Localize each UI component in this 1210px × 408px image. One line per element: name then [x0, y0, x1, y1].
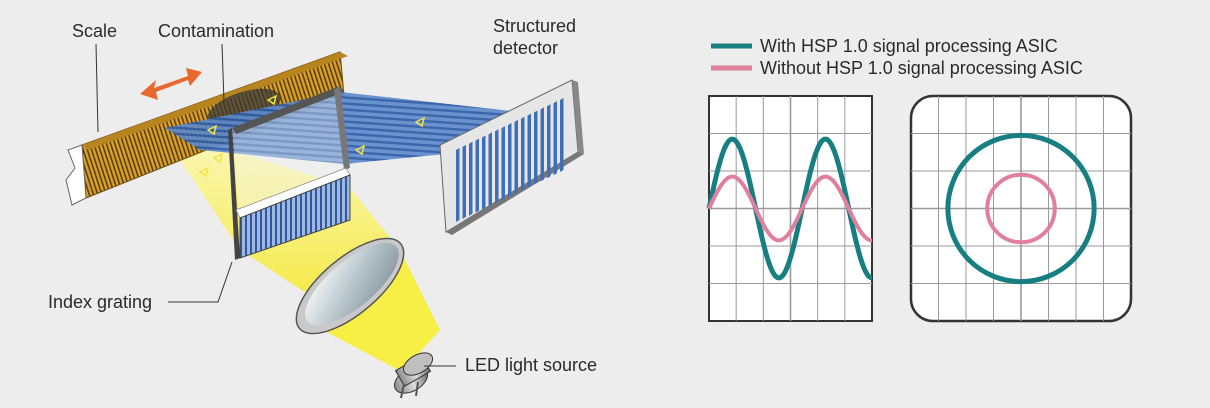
detector-cell [521, 116, 525, 191]
structured-detector [439, 79, 584, 235]
sine-series-with-asic [706, 136, 873, 281]
movement-arrow-icon [140, 68, 202, 100]
beam-markers [198, 94, 426, 178]
detector-cell [501, 126, 505, 201]
label-led-light-source: LED light source [465, 355, 597, 375]
label-detector-line1: Structured [493, 16, 576, 36]
label-contamination: Contamination [158, 21, 274, 41]
detector-cell [469, 141, 473, 216]
legend: With HSP 1.0 signal processing ASIC With… [711, 36, 1083, 78]
oscilloscope-circle [909, 94, 1133, 323]
detector-cells [456, 98, 564, 222]
led-light-source [393, 352, 434, 399]
detector-cell [508, 123, 512, 197]
detector-cell [514, 119, 518, 194]
circle-series-with-asic [945, 132, 1097, 285]
detector-cell [482, 135, 486, 210]
sine-series-without-asic [707, 174, 873, 243]
detector-cell [488, 132, 492, 207]
label-scale: Scale [72, 21, 117, 41]
circle-series-without-asic [985, 172, 1057, 245]
legend-label-with-asic: With HSP 1.0 signal processing ASIC [760, 36, 1058, 56]
label-detector-line2: detector [493, 38, 558, 58]
detector-cell [475, 138, 479, 213]
oscilloscope-sine [706, 95, 873, 322]
callout-lines [95, 43, 456, 367]
index-grating [228, 86, 351, 260]
detector-cell [527, 113, 531, 188]
detector-cell [456, 148, 460, 222]
detector-cell [540, 107, 544, 182]
detector-cell [462, 144, 466, 219]
sine-plot-grid [709, 96, 872, 321]
detector-cell [553, 101, 557, 176]
detector-cell [534, 110, 538, 185]
detector-cell [495, 129, 499, 204]
lens [295, 237, 405, 335]
detector-cell [547, 104, 551, 179]
legend-label-without-asic: Without HSP 1.0 signal processing ASIC [760, 58, 1083, 78]
light-cone-lower [300, 250, 440, 372]
detector-cell [560, 98, 564, 172]
label-index-grating: Index grating [48, 292, 152, 312]
